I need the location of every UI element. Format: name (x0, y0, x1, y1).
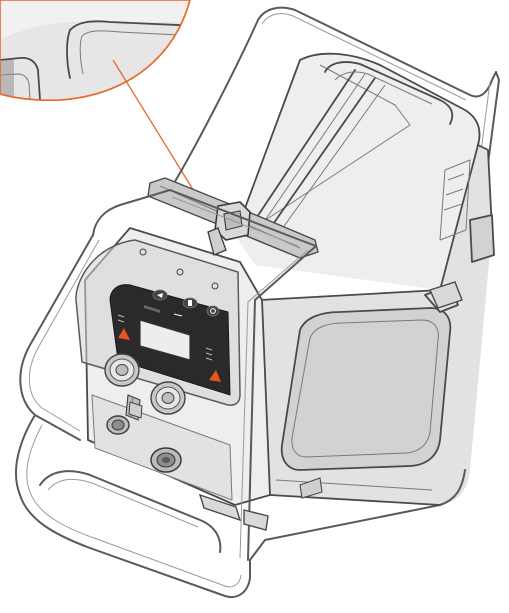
display-screen (139, 319, 191, 361)
front-frame (14, 189, 466, 598)
wire-icon (182, 297, 198, 309)
mode-icon (144, 305, 183, 317)
power-socket (106, 415, 130, 435)
callout-leader-line (112, 59, 206, 210)
warning-triangle-icon-right (209, 370, 221, 382)
bottom-details (269, 477, 441, 506)
gun-connector-socket (150, 447, 182, 473)
left-adjustment-knob (104, 353, 140, 387)
detail-magnifier (0, 0, 191, 101)
feeder-body (234, 52, 495, 505)
gun-icon (152, 289, 168, 301)
front-face (75, 227, 271, 506)
right-adjustment-knob (150, 381, 186, 415)
warning-triangle-icon (118, 328, 130, 340)
gear-icon (206, 305, 220, 317)
